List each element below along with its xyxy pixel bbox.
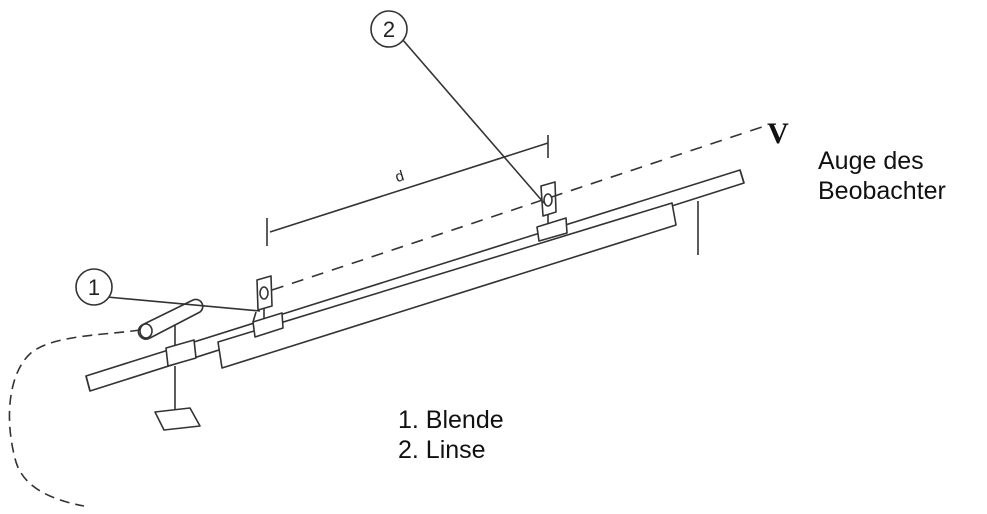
legend-item-lens: 2. Linse bbox=[398, 436, 486, 464]
callout-circle-1 bbox=[75, 268, 113, 306]
eye-icon: V bbox=[767, 117, 789, 150]
lens-icon bbox=[540, 181, 557, 224]
callout-leader-2 bbox=[401, 38, 545, 204]
callout-leader-1 bbox=[106, 296, 261, 312]
lamp-icon bbox=[137, 298, 204, 340]
aperture-holder bbox=[252, 311, 284, 338]
callout-circle-2 bbox=[370, 10, 408, 48]
line-of-sight bbox=[271, 125, 766, 291]
distance-label: d bbox=[393, 167, 406, 186]
lamp-holder bbox=[154, 318, 201, 431]
observer-eye-label-line1: Auge des bbox=[818, 147, 924, 175]
observer-eye-label-line2: Beobachter bbox=[818, 177, 946, 205]
callout-number-2: 2 bbox=[383, 17, 395, 42]
power-cable bbox=[8, 329, 141, 507]
legend-item-aperture: 1. Blende bbox=[398, 406, 504, 434]
aperture-icon bbox=[256, 275, 273, 318]
rail-support-plate bbox=[217, 202, 677, 369]
lens-holder bbox=[536, 217, 568, 242]
callout-number-1: 1 bbox=[88, 275, 100, 300]
distance-dimension bbox=[266, 135, 549, 246]
